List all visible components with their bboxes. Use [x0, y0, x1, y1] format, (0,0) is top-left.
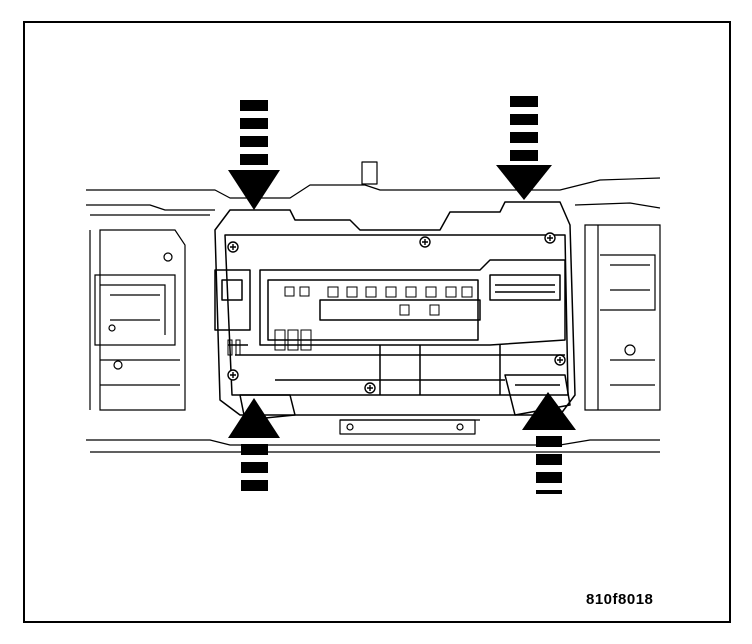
- module-bezel: [214, 201, 576, 421]
- figure-reference-code: 810f8018: [586, 591, 654, 608]
- arrow-down-icon: [228, 100, 280, 210]
- dash-panel-structure: [86, 161, 661, 453]
- left-vent: [89, 229, 186, 411]
- arrow-up-icon: [228, 398, 280, 491]
- screw-icon: [227, 232, 566, 394]
- figure-border: [23, 21, 731, 623]
- arrow-down-icon: [496, 96, 552, 200]
- arrow-up-icon: [522, 392, 576, 494]
- connector-pins: [227, 286, 473, 356]
- right-vent: [584, 224, 661, 411]
